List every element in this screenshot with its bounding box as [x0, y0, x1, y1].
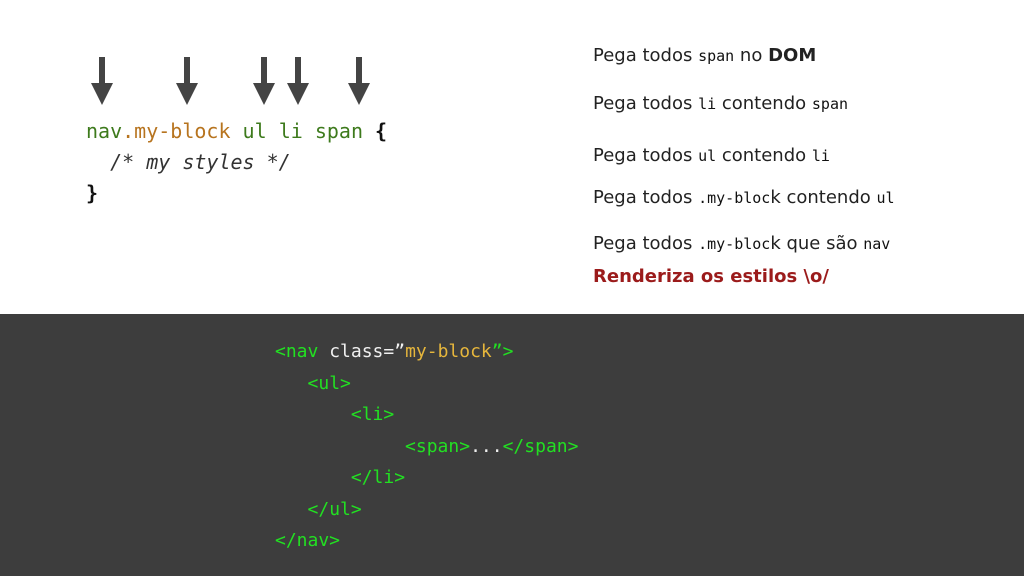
html-snippet-code: <nav class=”my-block”> <ul> <li> <span>.…: [275, 341, 579, 551]
explanation-line: Pega todos ul contendo li: [593, 145, 830, 166]
css-li: li: [278, 119, 303, 143]
explanation-line: Pega todos li contendo span: [593, 93, 849, 114]
css-ul: ul: [242, 119, 267, 143]
explanation-line: Pega todos .my-block contendo ul: [593, 187, 895, 208]
arrow-down-icon: [176, 57, 198, 105]
css-span: span: [314, 119, 363, 143]
css-comment: /* my styles */: [110, 150, 291, 174]
explanation-line: Pega todos span no DOM: [593, 45, 817, 66]
css-class: .my-block: [122, 119, 231, 143]
top-panel: [0, 0, 1024, 314]
arrow-down-icon: [287, 57, 309, 105]
bottom-panel: [0, 314, 1024, 576]
arrow-down-icon: [348, 57, 370, 105]
css-close-brace: }: [86, 181, 99, 205]
css-nav: nav: [86, 119, 123, 143]
arrow-down-icon: [91, 57, 113, 105]
css-rule-code: nav.my-block ul li span { /* my styles *…: [86, 116, 387, 209]
css-open-brace: {: [375, 119, 388, 143]
explanation-line: Pega todos .my-block que são nav: [593, 233, 891, 254]
arrow-down-icon: [253, 57, 275, 105]
final-result-text: Renderiza os estilos \o/: [593, 266, 829, 287]
